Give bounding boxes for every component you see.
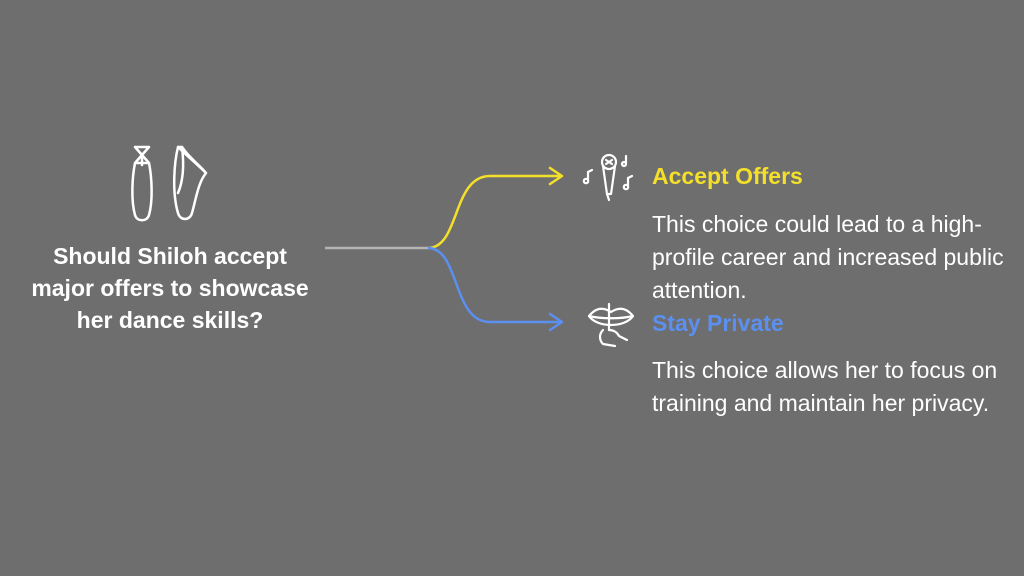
accept-offers-description: This choice could lead to a high-profile… [652, 211, 1004, 303]
microphone-music-notes-icon [582, 153, 634, 202]
decision-question: Should Shiloh accept major offers to sho… [31, 243, 309, 333]
private-branch-line [427, 246, 560, 324]
stay-private-description: This choice allows her to focus on train… [652, 357, 998, 416]
ballet-shoes-icon [131, 145, 208, 222]
lips-shush-icon [587, 302, 635, 348]
accept-branch-line [427, 174, 560, 250]
private-arrowhead [548, 312, 564, 332]
accept-offers-title: Accept Offers [652, 163, 803, 189]
stay-private-title: Stay Private [652, 310, 784, 336]
accept-arrowhead [548, 166, 564, 186]
